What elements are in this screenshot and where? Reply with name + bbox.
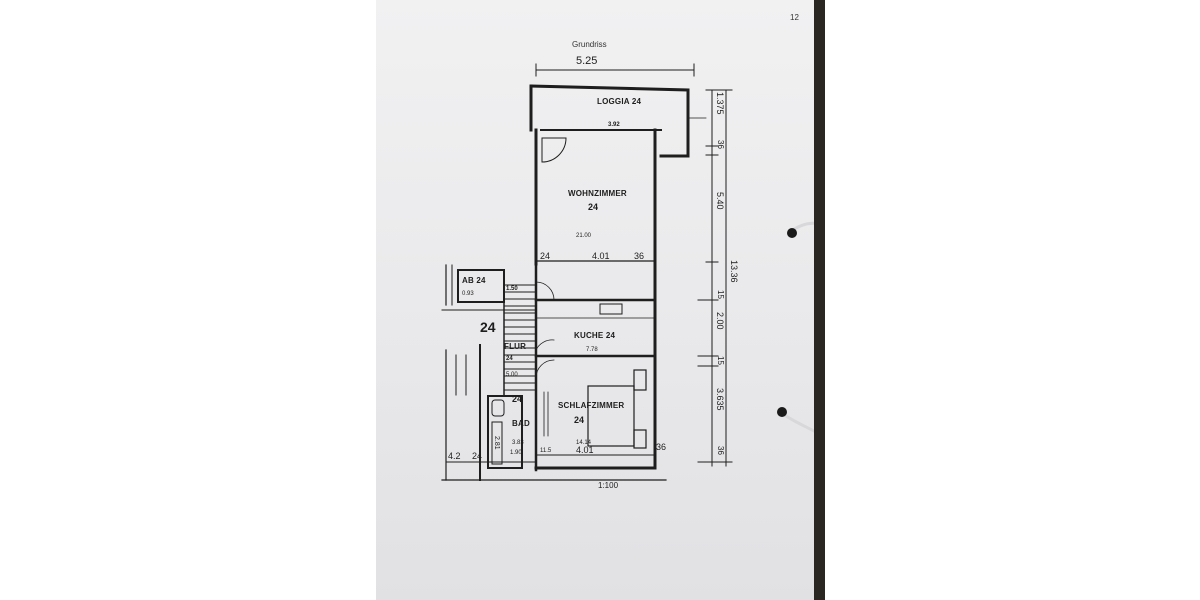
dim-wz-width: 4.01 xyxy=(592,251,610,261)
dim-bad-depth: 1.90 xyxy=(510,450,522,456)
dim-wall-15-a: 15 xyxy=(716,290,725,299)
dim-sz-left-wall: 11.5 xyxy=(540,448,552,454)
room-bad-unit: 24 xyxy=(512,394,523,404)
stair-unit-number: 24 xyxy=(480,319,496,335)
dim-loggia-width: 3.92 xyxy=(608,122,620,128)
room-flur-label: FLUR xyxy=(504,342,527,351)
dim-bottom-left: 4.2 xyxy=(448,451,461,461)
room-kueche-area: 7.78 xyxy=(586,347,598,353)
room-bad-label: BAD xyxy=(512,419,530,428)
binder-hole-bottom xyxy=(777,407,787,417)
dim-kueche-depth: 2.00 xyxy=(715,312,725,330)
binder-hole-top xyxy=(787,228,797,238)
dim-wz-right-wall: 36 xyxy=(634,251,645,261)
page-number: 12 xyxy=(790,13,799,22)
room-flur-area: 5.00 xyxy=(506,372,518,378)
dim-loggia-depth: 1.375 xyxy=(715,92,725,115)
dim-wall-36-a: 36 xyxy=(716,140,725,149)
dim-wall-15-b: 15 xyxy=(716,356,725,365)
dim-bottom-left-wall: 24 xyxy=(472,451,483,461)
paper-edge-shadow xyxy=(814,0,825,600)
room-wohnzimmer-unit: 24 xyxy=(588,202,599,212)
document-photo: 12 Grundriss 5.25 LOGGIA 24 3.92 WOHNZIM… xyxy=(376,0,825,600)
dim-wz-left-wall: 24 xyxy=(540,251,551,261)
dim-top-width: 5.25 xyxy=(576,55,598,67)
plan-scale: 1:100 xyxy=(598,481,619,490)
room-ab-label: AB 24 xyxy=(462,276,486,285)
room-schlafzimmer-label: SCHLAFZIMMER xyxy=(558,401,625,410)
room-schlafzimmer-unit: 24 xyxy=(574,415,585,425)
room-flur-unit: 24 xyxy=(506,356,513,362)
dim-schlafzimmer-depth: 3.635 xyxy=(715,388,725,411)
dim-bad-width: 2.81 xyxy=(493,436,500,450)
dim-wohnzimmer-depth: 5.40 xyxy=(715,192,725,210)
room-wohnzimmer-area: 21.00 xyxy=(576,233,592,239)
room-schlafzimmer-area: 14.14 xyxy=(576,440,592,446)
room-loggia-label: LOGGIA 24 xyxy=(597,97,642,106)
dim-ab-width: 1.50 xyxy=(506,286,518,292)
floor-plan-sheet: 12 Grundriss 5.25 LOGGIA 24 3.92 WOHNZIM… xyxy=(376,0,825,600)
room-bad-area: 3.83 xyxy=(512,440,524,446)
room-kueche-label: KUCHE 24 xyxy=(574,331,616,340)
room-ab-area: 0.93 xyxy=(462,291,474,297)
dim-sz-right-wall: 36 xyxy=(656,442,667,452)
plan-title: Grundriss xyxy=(572,40,607,49)
floor-plan-drawing xyxy=(441,0,825,600)
dim-wall-36-b: 36 xyxy=(716,446,725,455)
dim-total-height: 13.36 xyxy=(729,260,739,283)
room-wohnzimmer-label: WOHNZIMMER xyxy=(568,189,627,198)
dim-sz-width: 4.01 xyxy=(576,445,594,455)
